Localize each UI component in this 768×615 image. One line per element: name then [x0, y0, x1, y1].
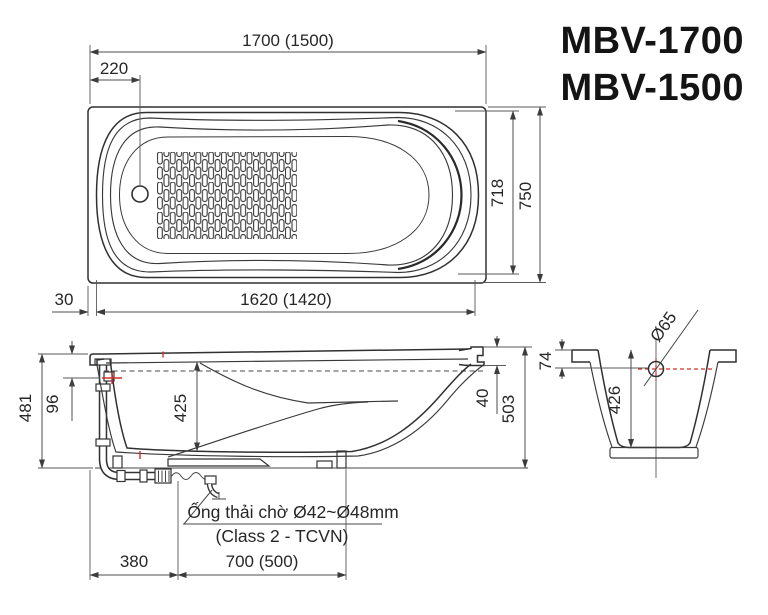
dim-rim-to-overflow-center-label: 74: [536, 352, 555, 371]
dim-drain-to-end-label: 380: [120, 552, 148, 571]
drain-note-line1: Ống thải chờ Ø42~Ø48mm: [187, 501, 398, 522]
waste-fitting: [204, 475, 217, 485]
interior-edge-upper: [199, 362, 399, 404]
support-foot-left: [112, 455, 123, 469]
top-view-frame: [87, 106, 487, 284]
drain-note: Ống thải chờ Ø42~Ø48mm (Class 2 - TCVN): [183, 489, 399, 546]
drain-boss: [336, 450, 347, 469]
model-title-1700: MBV-1700: [560, 20, 744, 62]
flexible-hose: [170, 472, 210, 481]
top-view: 1700 (1500) 220 718 750 30: [52, 31, 546, 316]
dim-lip-height-label: 40: [473, 389, 492, 408]
interior-edge-lower: [167, 401, 369, 458]
tub-rim-inner: [101, 116, 472, 274]
dim-depth-label: 426: [605, 386, 624, 414]
dim-inner-depth-label: 425: [171, 394, 190, 422]
dim-inner-depth: 425: [171, 361, 200, 452]
section-profile: [571, 349, 737, 459]
dim-lip-height: 40: [473, 336, 532, 414]
basin-top-edge: [109, 124, 454, 266]
dim-height-left: 481: [16, 353, 93, 469]
overflow-hole: [647, 360, 665, 378]
dim-overall-width-label: 750: [516, 182, 535, 210]
basin-floor-edge: [118, 135, 430, 254]
support-foot-right: [316, 460, 333, 469]
tub-rim-outer: [95, 111, 480, 279]
dim-overflow-diameter: Ø65: [643, 308, 699, 387]
dim-overall-length: 1700 (1500): [89, 31, 487, 104]
side-view: 481 96 425 40 503: [16, 336, 532, 580]
drain-note-line2: (Class 2 - TCVN): [216, 526, 349, 546]
dim-rim-length: 1620 (1420): [96, 280, 476, 316]
dim-overall-width: 750: [480, 106, 546, 283]
dim-height-left-label: 481: [16, 394, 35, 422]
dim-height-right: 503: [499, 346, 528, 469]
dim-rim-length-label: 1620 (1420): [240, 290, 332, 309]
drain-plumbing: [94, 358, 226, 500]
left-rim-lip: [89, 353, 105, 366]
dim-rim-to-overflow-center: 74: [536, 339, 648, 379]
tub-profile: [89, 346, 485, 458]
anti-slip-pattern: [157, 152, 297, 239]
end-view: Ø65 74 426: [536, 308, 737, 478]
tub-rim-shadow-arc: [397, 119, 463, 271]
dim-inner-width: 718: [455, 110, 519, 275]
dim-overall-length-label: 1700 (1500): [242, 31, 334, 50]
dim-rim-to-overflow: 96: [43, 341, 100, 421]
dim-height-right-label: 503: [499, 395, 518, 423]
dim-drain-offset: 220: [89, 59, 141, 185]
model-title-1500: MBV-1500: [560, 67, 744, 109]
dim-rim-to-overflow-label: 96: [43, 395, 62, 414]
red-reference-marks: [102, 351, 164, 459]
base-plinth: [609, 446, 699, 459]
dim-bottom-row: 380 700 (500): [89, 469, 347, 580]
dim-drain-span-label: 700 (500): [226, 552, 299, 571]
dim-side-gap-label: 30: [55, 290, 74, 309]
dim-side-gap: 30: [52, 280, 110, 316]
drain-hole: [131, 185, 149, 203]
model-titles: MBV-1700 MBV-1500: [560, 20, 744, 109]
dim-depth: 426: [605, 349, 634, 448]
dim-drain-offset-label: 220: [100, 59, 128, 78]
dim-inner-width-label: 718: [488, 179, 507, 207]
right-rim-lip: [458, 346, 485, 367]
support-rail: [167, 458, 271, 467]
dim-overflow-diameter-label: Ø65: [646, 308, 680, 345]
